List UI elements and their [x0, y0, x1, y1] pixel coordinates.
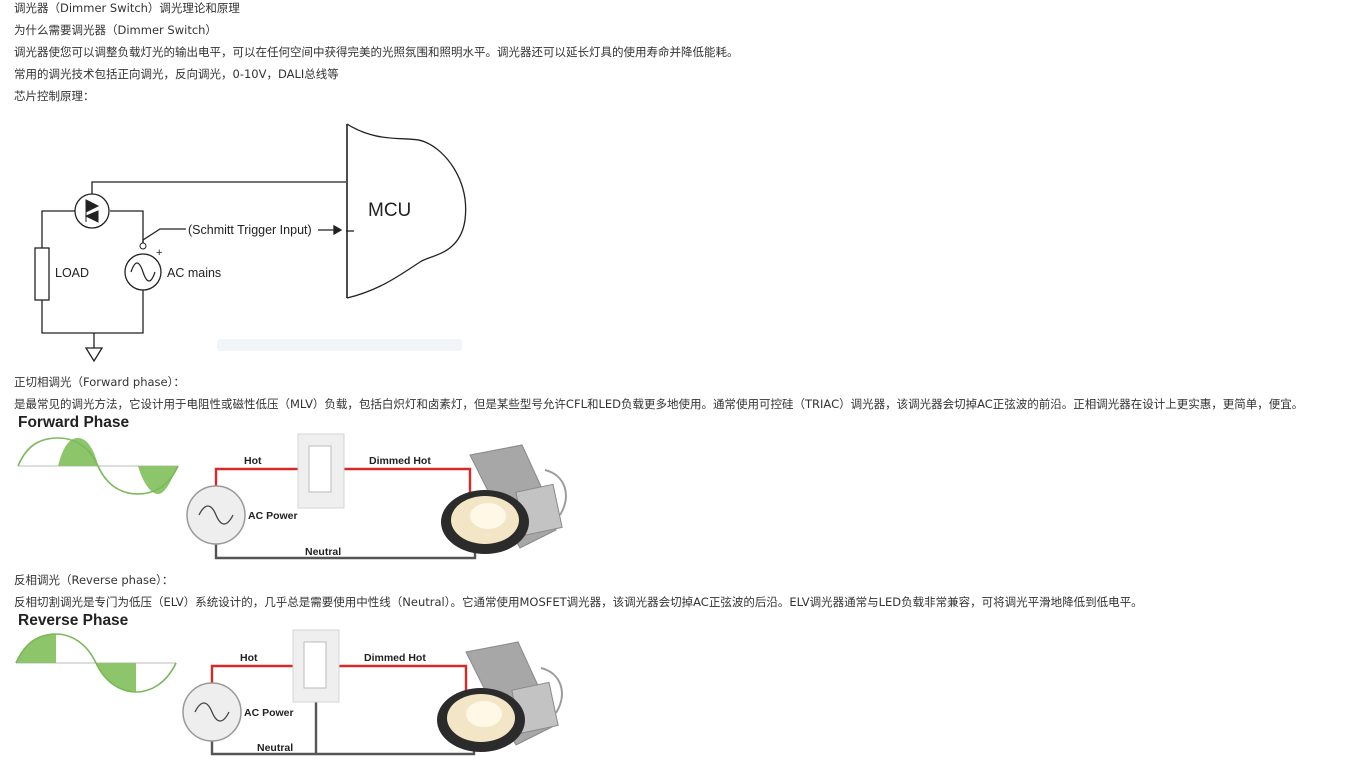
load-label: LOAD: [55, 266, 89, 280]
forward-paragraph: 是最常见的调光方法，它设计用于电阻性或磁性低压（MLV）负载，包括白炽灯和卤素灯…: [14, 397, 1304, 411]
watermark: [217, 339, 462, 351]
forward-phase-title: Forward Phase: [18, 414, 130, 431]
reverse-ac-power-label: AC Power: [244, 707, 294, 719]
schmitt-label: (Schmitt Trigger Input): [188, 223, 312, 237]
why-paragraph: 调光器使您可以调整负载灯光的输出电平，可以在任何空间中获得完美的光照氛围和照明水…: [14, 45, 739, 59]
reverse-phase-figure: Hot Dimmed Hot AC Power Neutral: [15, 629, 563, 756]
forward-neutral-label: Neutral: [305, 546, 341, 558]
forward-hot-label: Hot: [244, 455, 262, 467]
forward-heading: 正切相调光（Forward phase）：: [14, 375, 185, 389]
reverse-dimmed-hot-label: Dimmed Hot: [364, 652, 426, 664]
reverse-phase-title: Reverse Phase: [18, 612, 129, 629]
mcu-label: MCU: [368, 200, 411, 221]
reverse-heading: 反相调光（Reverse phase）：: [14, 573, 174, 587]
reverse-hot-label: Hot: [240, 652, 258, 664]
forward-ac-power-label: AC Power: [248, 510, 298, 522]
plus-label: +: [156, 247, 162, 259]
forward-phase-figure: Hot Dimmed Hot AC Power Neutral: [17, 433, 567, 560]
ac-mains-label: AC mains: [167, 266, 221, 280]
tech-paragraph: 常用的调光技术包括正向调光，反向调光，0-10V，DALI总线等: [14, 67, 339, 81]
downlight-fixture: [441, 444, 567, 554]
reverse-neutral-label: Neutral: [257, 742, 293, 754]
triac-symbol: [74, 193, 110, 229]
load-resistor: [34, 247, 50, 301]
why-heading: 为什么需要调光器（Dimmer Switch）: [14, 23, 217, 37]
reverse-downlight-fixture: [437, 641, 563, 752]
article-title: 调光器（Dimmer Switch）调光理论和原理: [14, 1, 240, 15]
forward-dimmed-hot-label: Dimmed Hot: [369, 455, 431, 467]
reverse-paragraph: 反相切割调光是专门为低压（ELV）系统设计的，几乎总是需要使用中性线（Neutr…: [14, 595, 1143, 609]
chip-heading: 芯片控制原理：: [14, 89, 95, 103]
circuit-diagram: LOAD AC mains + (Schmitt Trigger Input) …: [34, 123, 467, 363]
